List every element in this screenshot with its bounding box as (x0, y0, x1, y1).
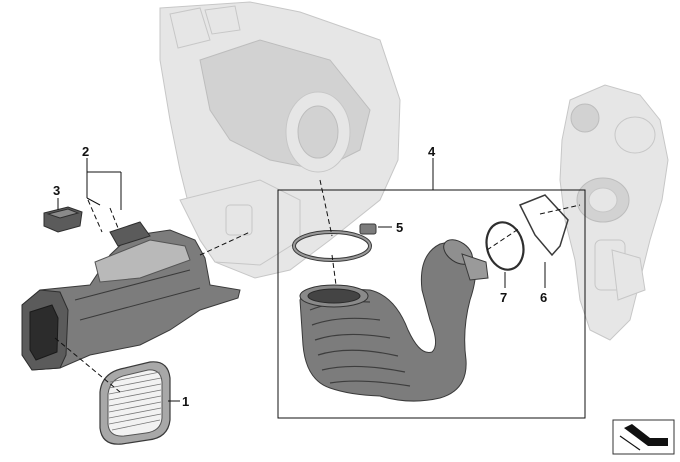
callout-2: 2 (82, 144, 89, 159)
callout-7: 7 (500, 290, 507, 305)
inlet-grille (99, 361, 171, 445)
hose-clamp (292, 223, 377, 262)
bracket-clip (43, 206, 83, 233)
spring-clip (518, 194, 569, 257)
alignment-lines (54, 179, 581, 393)
callout-6: 6 (540, 290, 547, 305)
callout-leaders (57, 158, 546, 402)
callout-labels: 1 2 3 4 5 6 7 (53, 144, 547, 409)
callout-5: 5 (396, 220, 403, 235)
o-ring (485, 221, 525, 271)
turbocharger-ghost (559, 84, 669, 341)
intake-hose (299, 239, 489, 402)
navigation-arrow-icon[interactable] (612, 419, 675, 455)
group-frame (277, 189, 586, 419)
callout-1: 1 (182, 394, 189, 409)
callout-4: 4 (428, 144, 436, 159)
callout-3: 3 (53, 183, 60, 198)
intake-duct (21, 221, 241, 371)
air-filter-housing-ghost (159, 1, 401, 279)
